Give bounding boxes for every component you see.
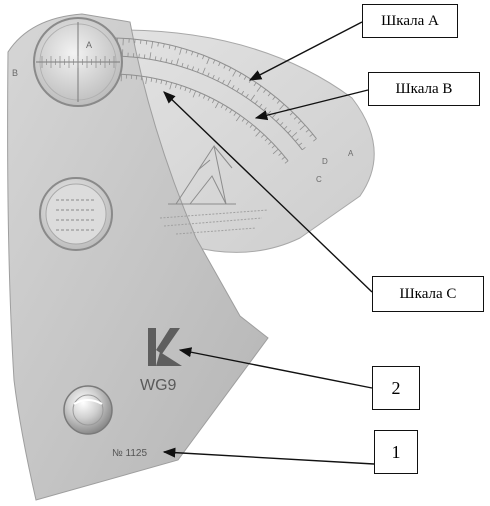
- gauge-main-plate: [7, 13, 269, 501]
- mark-a: A: [348, 149, 354, 158]
- serial-number: № 1125: [112, 448, 147, 459]
- leader-scale-a: [248, 21, 363, 81]
- k-logo-icon: [148, 328, 182, 366]
- middle-window: [39, 177, 113, 251]
- top-dial: A: [33, 17, 123, 107]
- model-label: WG9: [140, 377, 177, 394]
- leader-1: [162, 447, 375, 465]
- mark-d: D: [322, 157, 328, 166]
- label-scale-c: Шкала С: [372, 276, 484, 312]
- dial-letter: A: [86, 40, 92, 50]
- mark-c: C: [316, 175, 322, 184]
- sketch-engraved-text: [159, 209, 269, 235]
- label-scale-b: Шкала В: [368, 72, 480, 106]
- label-2: 2: [372, 366, 420, 410]
- label-1: 1: [374, 430, 418, 474]
- rivet-icon: [63, 385, 113, 435]
- leader-scale-c: [163, 91, 373, 293]
- leader-lines: [162, 21, 375, 465]
- leader-scale-b: [254, 89, 369, 121]
- leader-2: [178, 347, 373, 389]
- weld-sketch: [168, 144, 236, 205]
- label-scale-a: Шкала А: [362, 4, 458, 38]
- mark-b: B: [12, 68, 18, 78]
